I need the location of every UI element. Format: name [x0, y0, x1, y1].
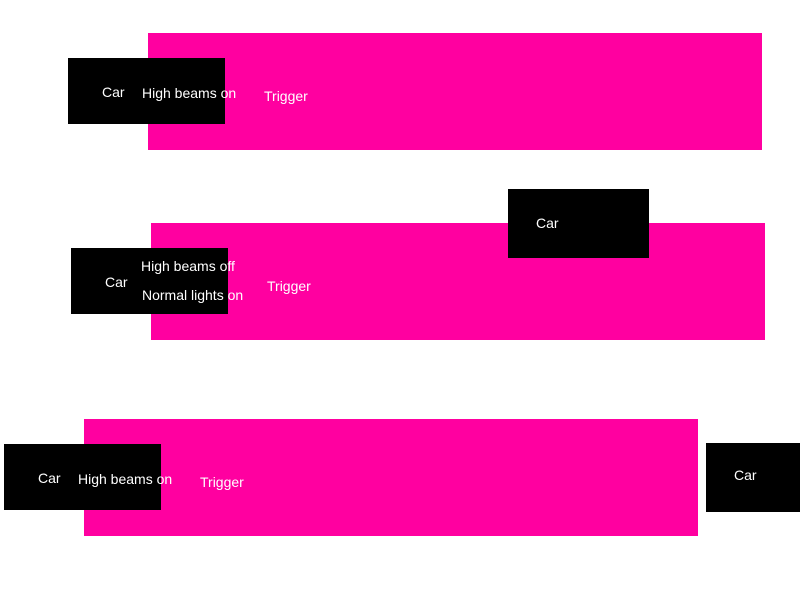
car-3b-label: Car [734, 467, 757, 483]
car-2a [71, 248, 228, 314]
trigger-3-label: Trigger [200, 474, 244, 490]
car-1-status: High beams on [142, 85, 237, 101]
trigger-zone-2 [151, 223, 765, 340]
car-1 [68, 58, 225, 124]
car-2a-status-line-1: High beams off [141, 258, 235, 274]
trigger-2-label: Trigger [267, 278, 311, 294]
car-3b [706, 443, 800, 512]
car-3a-status: High beams on [78, 471, 173, 487]
trigger-zone-1 [148, 33, 762, 150]
car-1-label: Car [102, 84, 125, 100]
car-3a [4, 444, 161, 510]
car-2a-label: Car [105, 274, 128, 290]
car-2b [508, 189, 649, 258]
trigger-1-label: Trigger [264, 88, 308, 104]
car-2b-label: Car [536, 215, 559, 231]
car-2a-status-line-2: Normal lights on [142, 287, 244, 303]
car-3a-label: Car [38, 470, 61, 486]
trigger-zone-3 [84, 419, 698, 536]
